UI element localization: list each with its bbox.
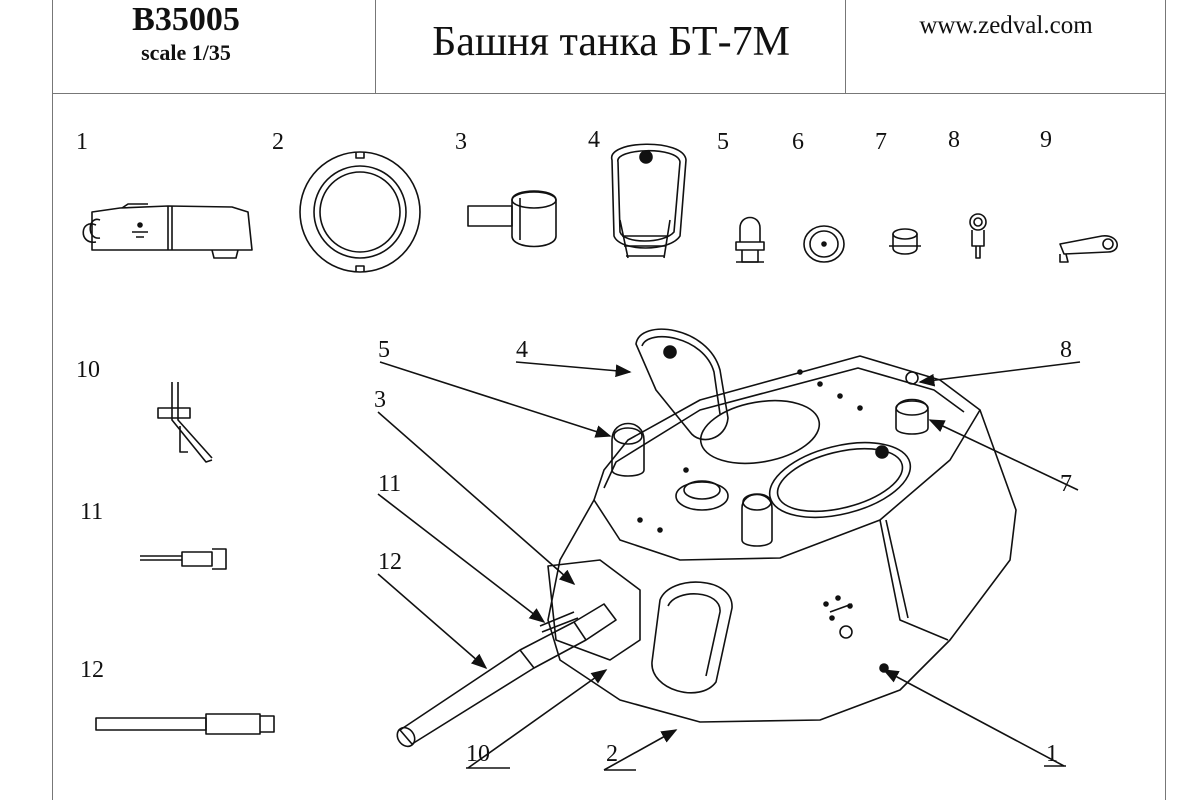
callout-label-2: 2 [606, 741, 618, 767]
assembly-turret [396, 328, 1017, 748]
leader-lines [377, 361, 1081, 771]
part-5-periscope [735, 216, 765, 263]
part-label-8: 8 [948, 127, 960, 153]
part-9-bracket [1059, 235, 1118, 263]
part-12-gun-barrel [95, 713, 275, 735]
part-3-gun-mantlet [467, 190, 557, 248]
callout-label-1: 1 [1046, 741, 1058, 767]
callout-label-4: 4 [516, 337, 528, 363]
part-label-5: 5 [717, 129, 729, 155]
callout-label-3: 3 [374, 387, 386, 413]
part-label-1: 1 [76, 129, 88, 155]
part-label-10: 10 [76, 357, 100, 383]
part-1-turret-body [82, 203, 253, 259]
callout-label-12: 12 [378, 549, 402, 575]
callout-label-11: 11 [378, 471, 402, 497]
part-label-4: 4 [588, 127, 600, 153]
product-code: B35005 [132, 1, 240, 38]
website-link[interactable]: www.zedval.com [919, 12, 1093, 39]
part-8-lifting-eye [969, 213, 987, 259]
callout-label-8: 8 [1060, 337, 1072, 363]
part-6-vent-cover [803, 225, 845, 263]
part-label-6: 6 [792, 129, 804, 155]
header-column-divider [845, 0, 846, 93]
part-label-9: 9 [1040, 127, 1052, 153]
callout-label-10: 10 [466, 741, 490, 767]
callout-label-5: 5 [378, 337, 390, 363]
part-4-hatch [611, 143, 687, 259]
part-label-7: 7 [875, 129, 887, 155]
sheet-frame [52, 0, 1166, 800]
part-2-turret-ring [299, 151, 421, 273]
header-divider [52, 93, 1166, 94]
part-label-12: 12 [80, 657, 104, 683]
part-7-periscope-cap [889, 228, 921, 255]
part-10-sight-bracket [157, 382, 213, 463]
part-label-11: 11 [80, 499, 104, 525]
scale-label: scale 1/35 [141, 40, 231, 65]
page-title: Башня танка БТ-7М [432, 19, 790, 65]
part-label-3: 3 [455, 129, 467, 155]
part-11-antenna [140, 548, 227, 570]
header-column-divider [375, 0, 376, 93]
part-label-2: 2 [272, 129, 284, 155]
